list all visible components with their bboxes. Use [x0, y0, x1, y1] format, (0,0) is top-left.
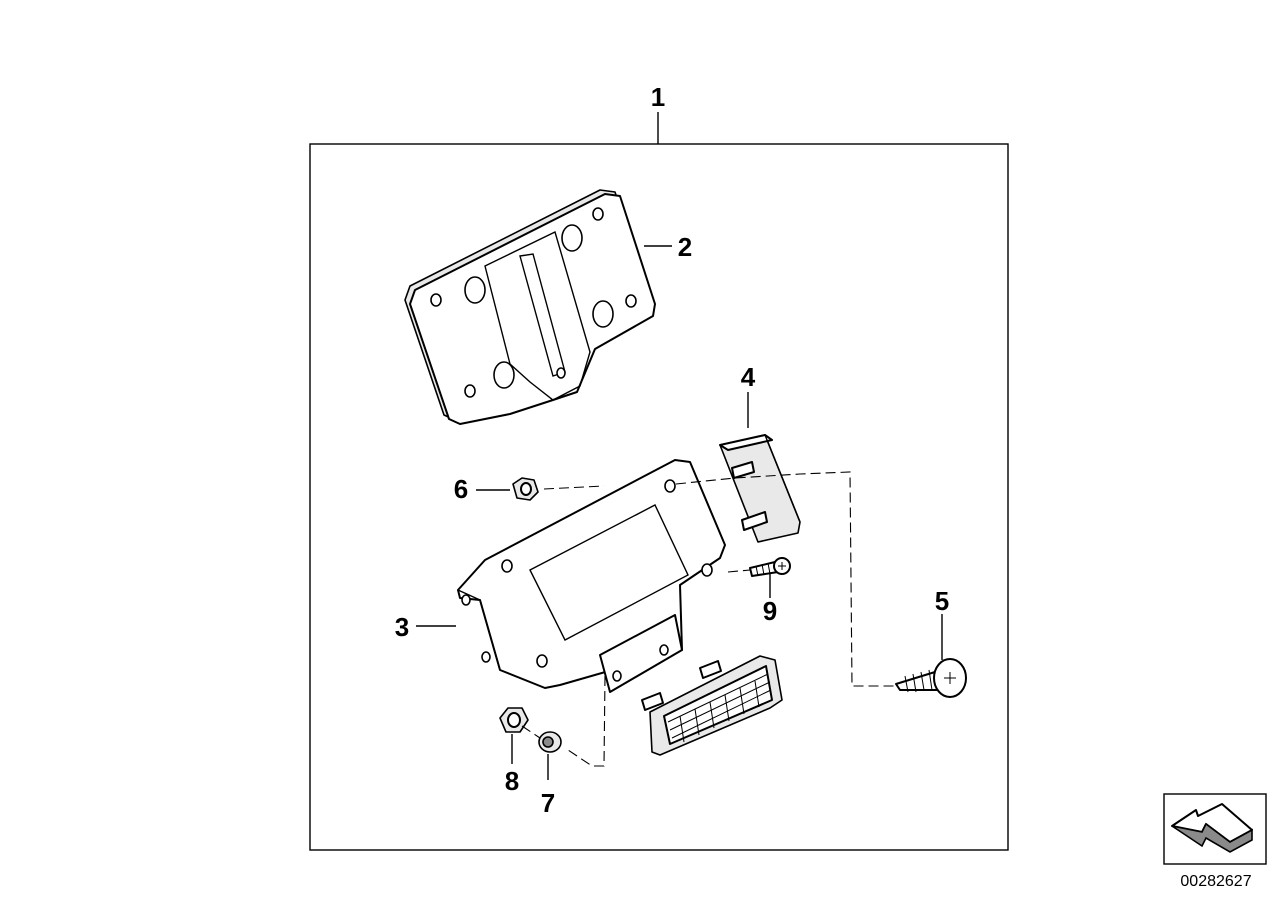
callout-1: 1	[651, 82, 665, 112]
link-8-7	[521, 725, 541, 739]
part-3-bracket	[457, 459, 726, 693]
part-reflector	[641, 655, 783, 756]
alignment-line-9	[727, 569, 751, 573]
callout-7: 7	[541, 788, 555, 818]
callout-9: 9	[763, 596, 777, 626]
part-7-washer	[538, 731, 562, 753]
part-6-nut	[512, 477, 539, 501]
part-2-mounting-plate	[404, 189, 656, 425]
part-4-block	[719, 434, 801, 543]
callout-5: 5	[935, 586, 949, 616]
callout-3: 3	[395, 612, 409, 642]
part-8-nut	[499, 707, 529, 733]
callout-6: 6	[454, 474, 468, 504]
part-9-screw	[749, 557, 791, 577]
alignment-line-5	[675, 471, 895, 687]
alignment-line-6	[543, 485, 605, 490]
orientation-arrow-box	[1163, 793, 1267, 865]
callout-4: 4	[741, 362, 756, 392]
alignment-line-7	[564, 675, 606, 767]
callout-8: 8	[505, 766, 519, 796]
assembly-frame	[309, 143, 1009, 851]
part-5-screw	[895, 658, 967, 698]
callout-2: 2	[678, 232, 692, 262]
drawing-number: 00282627	[1180, 873, 1251, 890]
